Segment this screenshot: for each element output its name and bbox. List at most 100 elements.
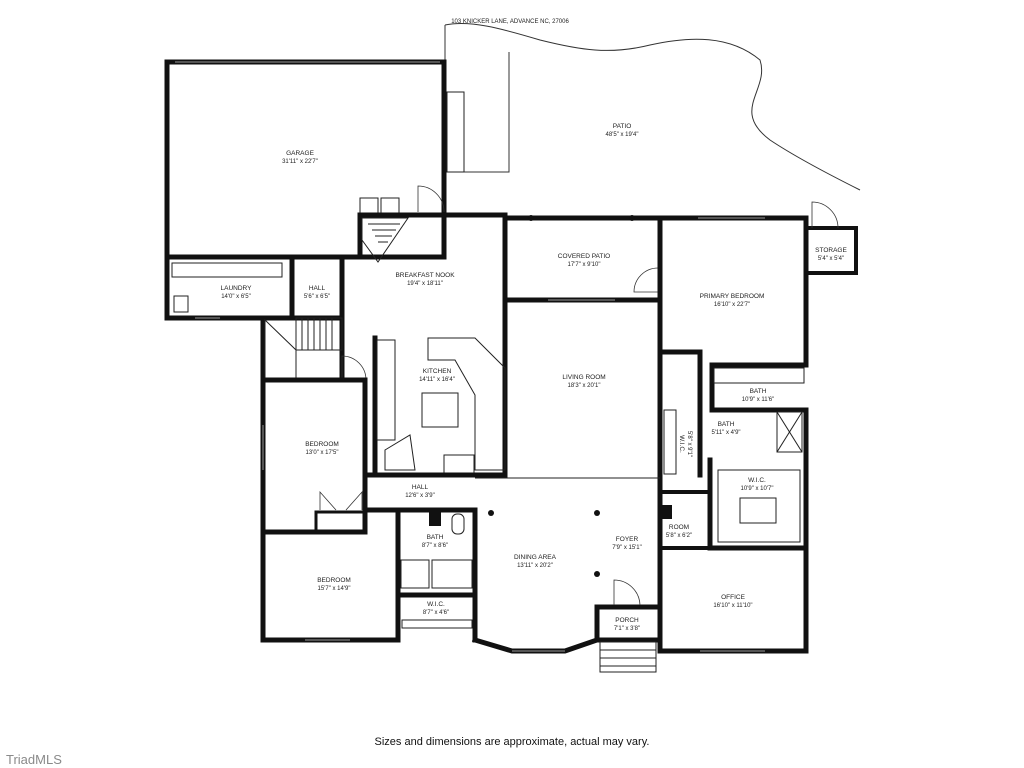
dining-area-name: DINING AREA (514, 554, 557, 561)
laundry-name: LAUNDRY (221, 285, 253, 292)
foyer-name: FOYER (616, 536, 639, 543)
primary-bath-name: BATH (750, 388, 767, 395)
primary-vanity (713, 367, 805, 384)
wic-1-name: W.I.C. (678, 435, 685, 453)
column-1 (528, 215, 534, 221)
stair-down (295, 317, 343, 351)
breakfast-nook-dim: 19'4" x 18'11" (407, 281, 443, 287)
wic-2-name: W.I.C. (748, 477, 766, 484)
kitchen-island (421, 392, 459, 428)
kitchen-dim: 14'11" x 16'4" (419, 377, 455, 383)
bedroom-2-dim: 15'7" x 14'9" (318, 586, 351, 592)
patio-name: PATIO (613, 123, 632, 130)
primary-bedroom-name: PRIMARY BEDROOM (700, 293, 765, 300)
covered-patio-name: COVERED PATIO (558, 253, 611, 260)
garage-dim: 31'11" x 22'7" (282, 159, 318, 165)
outdoor-kitchen-counter (446, 91, 465, 173)
bath-2-tub (431, 559, 473, 589)
stair-to-bonus (361, 217, 409, 263)
laundry-walls (164, 254, 345, 643)
kitchen-name: KITCHEN (423, 368, 452, 375)
living-room-dim: 18'3" x 20'1" (568, 383, 601, 389)
wic-island (739, 497, 777, 524)
shower-x2 (776, 411, 803, 453)
laundry-sink (173, 295, 189, 313)
bath-2-name: BATH (427, 534, 444, 541)
room-walls (658, 490, 712, 550)
bath-small-name: BATH (718, 421, 735, 428)
living-room-name: LIVING ROOM (562, 374, 605, 381)
wic-1-dim: 5'8" x 9'1" (686, 431, 692, 457)
column-2 (629, 215, 635, 221)
room-name: ROOM (669, 524, 689, 531)
wic-3-rod (401, 619, 473, 629)
kitchen-pantry (384, 434, 416, 471)
column-4 (594, 510, 600, 516)
bedroom-1-closet (314, 510, 368, 534)
storage-name: STORAGE (815, 247, 847, 254)
disclaimer-text: Sizes and dimensions are approximate, ac… (374, 736, 650, 748)
hall-lower-dim: 12'6" x 3'9" (405, 493, 435, 499)
room-post (660, 505, 672, 519)
storage-walls (804, 226, 858, 275)
property-address: 103 KNICKER LANE, ADVANCE NC, 27006 (451, 19, 569, 25)
bedroom-2-name: BEDROOM (317, 577, 351, 584)
wic-3-name: W.I.C. (427, 601, 445, 608)
wic-3-dim: 8'7" x 4'6" (423, 610, 449, 616)
closet-door-hall (341, 355, 367, 381)
column-3 (488, 510, 494, 516)
garage-entry-door (417, 185, 445, 213)
bedroom-1-dim: 13'0" x 17'5" (306, 450, 339, 456)
office-dim: 16'10" x 11'10" (713, 603, 752, 609)
garage-name: GARAGE (286, 150, 314, 157)
bath-2-dim: 8'7" x 8'6" (422, 543, 448, 549)
bath-2-linen (429, 512, 441, 526)
kitchen-counter-left (376, 339, 396, 441)
patio-dim: 48'5" x 19'4" (606, 132, 639, 138)
triadmls-watermark: TriadMLS (6, 752, 62, 767)
hall-lower-walls (362, 472, 478, 643)
laundry-dim: 14'0" x 6'5" (221, 294, 251, 300)
kitchen-peninsula (427, 337, 506, 471)
wic-shelving (717, 469, 801, 543)
hall-lower-name: HALL (412, 484, 429, 491)
hall-upper-dim: 5'6" x 6'5" (304, 294, 330, 300)
primary-shower (776, 411, 803, 453)
wic-2-dim: 10'9" x 10'7" (741, 486, 774, 492)
primary-bedroom-dim: 16'10" x 22'7" (714, 302, 750, 308)
hall-upper-name: HALL (309, 285, 326, 292)
bedroom-1-walls (260, 377, 368, 535)
bath-2-vanity (400, 559, 430, 589)
stair-closet (264, 318, 297, 381)
office-name: OFFICE (721, 594, 745, 601)
bath-2-toilet (451, 513, 465, 535)
bedroom-1-name: BEDROOM (305, 441, 339, 448)
kitchen-walls (372, 297, 508, 478)
wic-1-shelf (663, 409, 677, 475)
patio-step-line (447, 52, 510, 173)
garage-step-1 (359, 197, 379, 215)
dining-area-dim: 13'11" x 20'2" (517, 563, 553, 569)
garage-step-2 (380, 197, 400, 215)
upper-walls (357, 212, 663, 303)
fridge (443, 454, 475, 476)
room-dim: 5'8" x 6'2" (666, 533, 692, 539)
bath-small-dim: 5'11" x 4'9" (711, 430, 740, 436)
covered-patio-door (633, 267, 659, 293)
dining-bay-walls (471, 604, 600, 654)
laundry-counter (171, 262, 283, 278)
primary-bath-dim: 10'9" x 11'6" (742, 397, 774, 403)
porch-dim: 7'1" x 3'8" (614, 626, 640, 632)
column-5 (594, 571, 600, 577)
foyer-dim: 7'9" x 15'1" (612, 545, 642, 551)
storage-door (811, 201, 839, 229)
porch-walls (594, 604, 663, 643)
covered-patio-dim: 17'7" x 9'10" (568, 262, 601, 268)
patio-outline (444, 22, 861, 215)
porch-steps (599, 641, 657, 673)
breakfast-nook-name: BREAKFAST NOOK (395, 272, 455, 279)
storage-dim: 5'4" x 5'4" (818, 256, 844, 262)
porch-name: PORCH (615, 617, 639, 624)
front-door (613, 579, 641, 606)
